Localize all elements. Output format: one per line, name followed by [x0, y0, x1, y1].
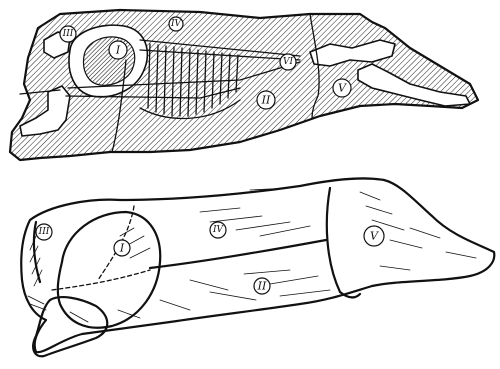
bottom-divider-belly	[150, 240, 326, 268]
svg-text:II: II	[261, 94, 271, 107]
svg-text:III: III	[38, 227, 50, 237]
bottom-shoulder-lobe	[58, 212, 160, 328]
bottom-shading	[28, 188, 476, 322]
bottom-dashed-line-2	[52, 270, 150, 290]
bottom-label-I: I	[114, 240, 130, 256]
svg-text:II: II	[257, 280, 267, 293]
bottom-label-III: III	[36, 224, 52, 240]
top-label-IV: IV	[169, 17, 183, 31]
svg-text:V: V	[338, 82, 347, 95]
top-label-V: V	[333, 79, 351, 97]
bottom-carcass: III I IV II V	[21, 178, 494, 356]
svg-text:I: I	[115, 44, 121, 57]
top-carcass: III IV I VI II V	[10, 10, 478, 160]
top-label-VI: VI	[280, 54, 296, 70]
bottom-label-IV: IV	[210, 222, 226, 238]
bottom-divider-hind	[327, 188, 360, 298]
top-label-III: III	[60, 26, 76, 42]
svg-text:III: III	[62, 29, 74, 39]
svg-text:V: V	[370, 230, 379, 243]
bottom-label-II: II	[254, 278, 270, 294]
bottom-label-V: V	[364, 226, 384, 246]
top-label-II: II	[257, 91, 275, 109]
bottom-carcass-body	[21, 178, 494, 352]
svg-text:I: I	[119, 242, 125, 255]
svg-text:IV: IV	[170, 19, 183, 29]
top-label-I: I	[109, 41, 127, 59]
svg-text:IV: IV	[212, 225, 225, 235]
svg-text:VI: VI	[283, 57, 293, 67]
